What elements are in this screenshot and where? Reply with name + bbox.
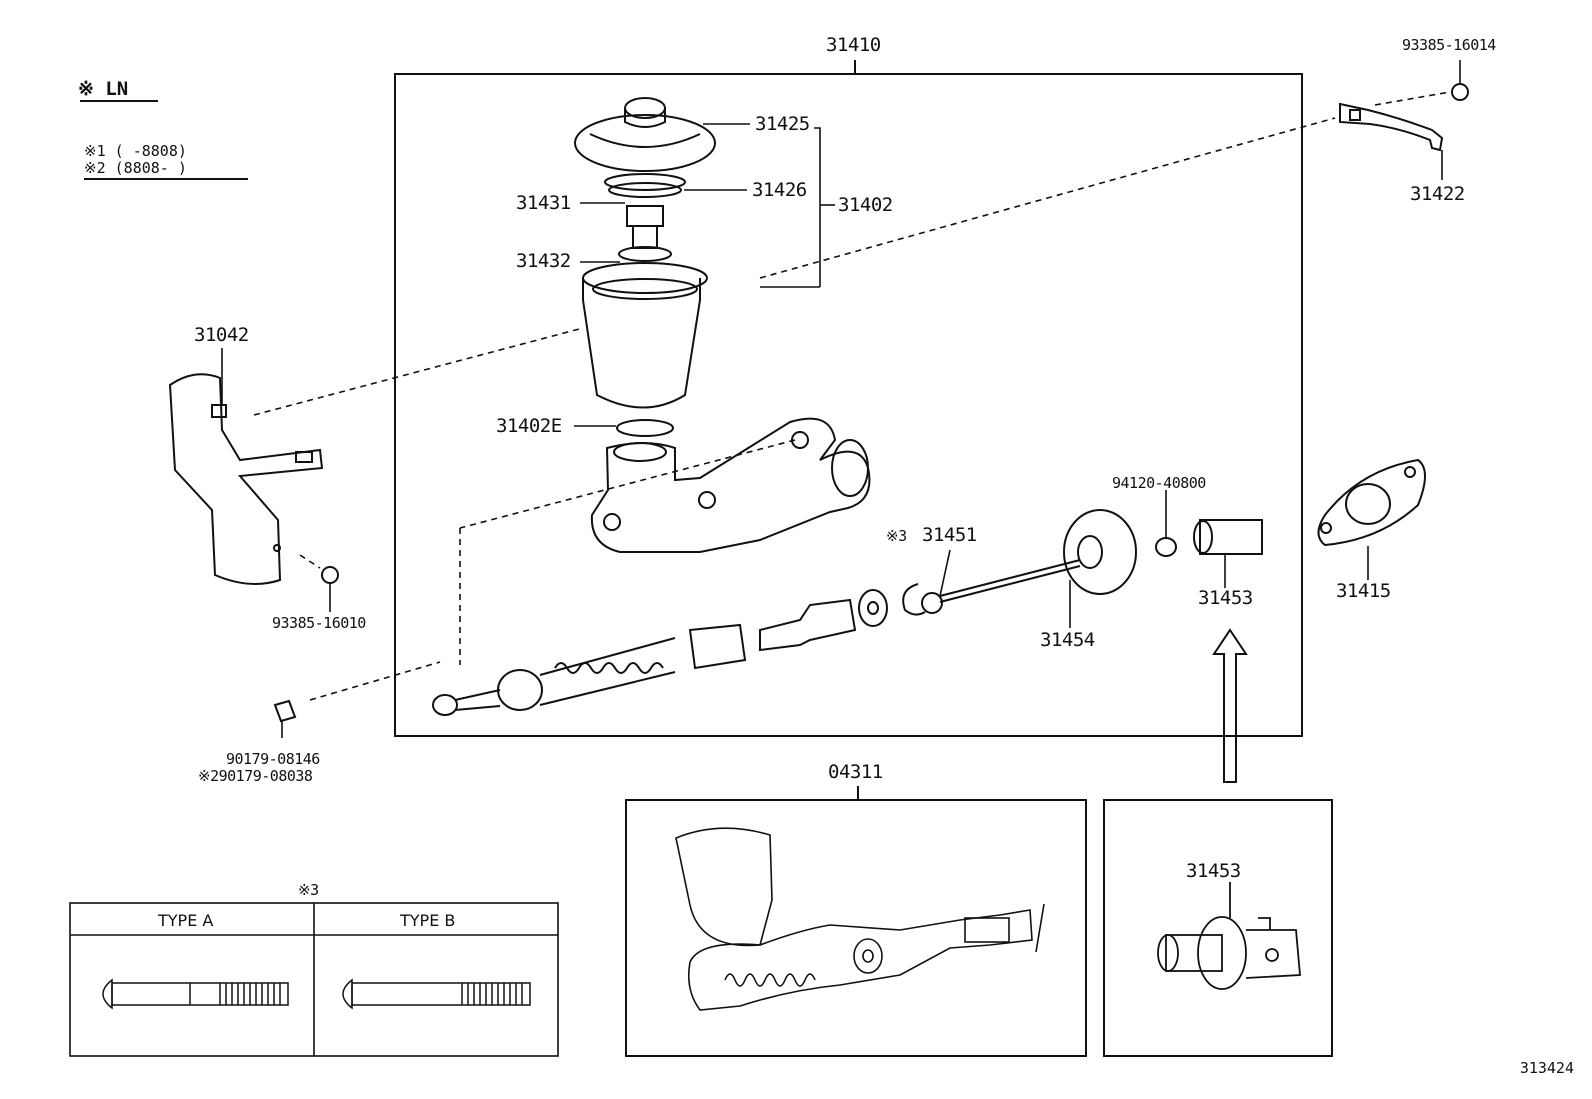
cylinder-body-shape [590, 417, 871, 553]
part-31453-detail[interactable]: 31453 [1186, 860, 1241, 882]
up-arrow-icon [1212, 628, 1248, 783]
part-31425[interactable]: 31425 [755, 113, 810, 135]
reservoir-nut-shape [618, 205, 672, 262]
part-94120-40800[interactable]: 94120-40800 [1112, 474, 1206, 492]
ln-underline [80, 100, 158, 102]
part-31410[interactable]: 31410 [826, 34, 881, 56]
part-31432[interactable]: 31432 [516, 250, 571, 272]
part-31453[interactable]: 31453 [1198, 587, 1253, 609]
small-fasteners-shape [273, 83, 1469, 723]
push-rod-shape [902, 509, 1137, 616]
part-31422[interactable]: 31422 [1410, 183, 1465, 205]
part-90179-08038[interactable]: ※290179-08038 [198, 767, 313, 785]
note-2: ※2 (8808- ) [84, 159, 187, 178]
damper-shape [1155, 519, 1263, 557]
bracket-31042-shape [168, 373, 324, 585]
solid-leaders [221, 60, 1461, 738]
part-31454[interactable]: 31454 [1040, 629, 1095, 651]
part-31042[interactable]: 31042 [194, 324, 249, 346]
reservoir-body-shape [582, 262, 708, 437]
type-a-label: TYPE A [158, 911, 214, 930]
ln-label: ※ LN [78, 78, 129, 100]
gasket-31415-shape [1317, 458, 1426, 547]
dashed-leaders [253, 91, 1451, 701]
note-1: ※1 ( -8808) [84, 142, 187, 160]
damper-detail-shape [1157, 882, 1301, 990]
part-31431[interactable]: 31431 [516, 192, 571, 214]
part-93385-16014[interactable]: 93385-16014 [1402, 36, 1496, 54]
part-31451[interactable]: 31451 [922, 524, 977, 546]
part-04311[interactable]: 04311 [828, 761, 883, 783]
master-cylinder-frame [394, 73, 1303, 737]
repair-kit-frame [625, 799, 1087, 1057]
serial-notes: ※1 ( -8808) ※2 (8808- ) [84, 142, 187, 178]
part-31426[interactable]: 31426 [752, 179, 807, 201]
type-b-label: TYPE B [400, 911, 456, 930]
part-31402[interactable]: 31402 [838, 194, 893, 216]
part-93385-16010[interactable]: 93385-16010 [272, 614, 366, 632]
document-id: 313424 [1519, 1059, 1574, 1077]
type-b-pin-shape [342, 978, 531, 1010]
clamp-31422-shape [1339, 102, 1444, 152]
type-table-mark: ※3 [298, 881, 319, 899]
type-a-pin-shape [102, 978, 289, 1010]
notes-underline [84, 178, 248, 180]
part-31415[interactable]: 31415 [1336, 580, 1391, 602]
part-31402E[interactable]: 31402E [496, 415, 562, 437]
damper-detail-frame [1103, 799, 1333, 1057]
part-90179-08146[interactable]: 90179-08146 [226, 750, 320, 768]
part-31451-mark: ※3 [886, 527, 907, 545]
piston-assembly-shape [432, 589, 888, 716]
reservoir-cap-shape [574, 97, 716, 198]
type-table [69, 902, 559, 1057]
repair-kit-shape [675, 827, 1045, 1011]
